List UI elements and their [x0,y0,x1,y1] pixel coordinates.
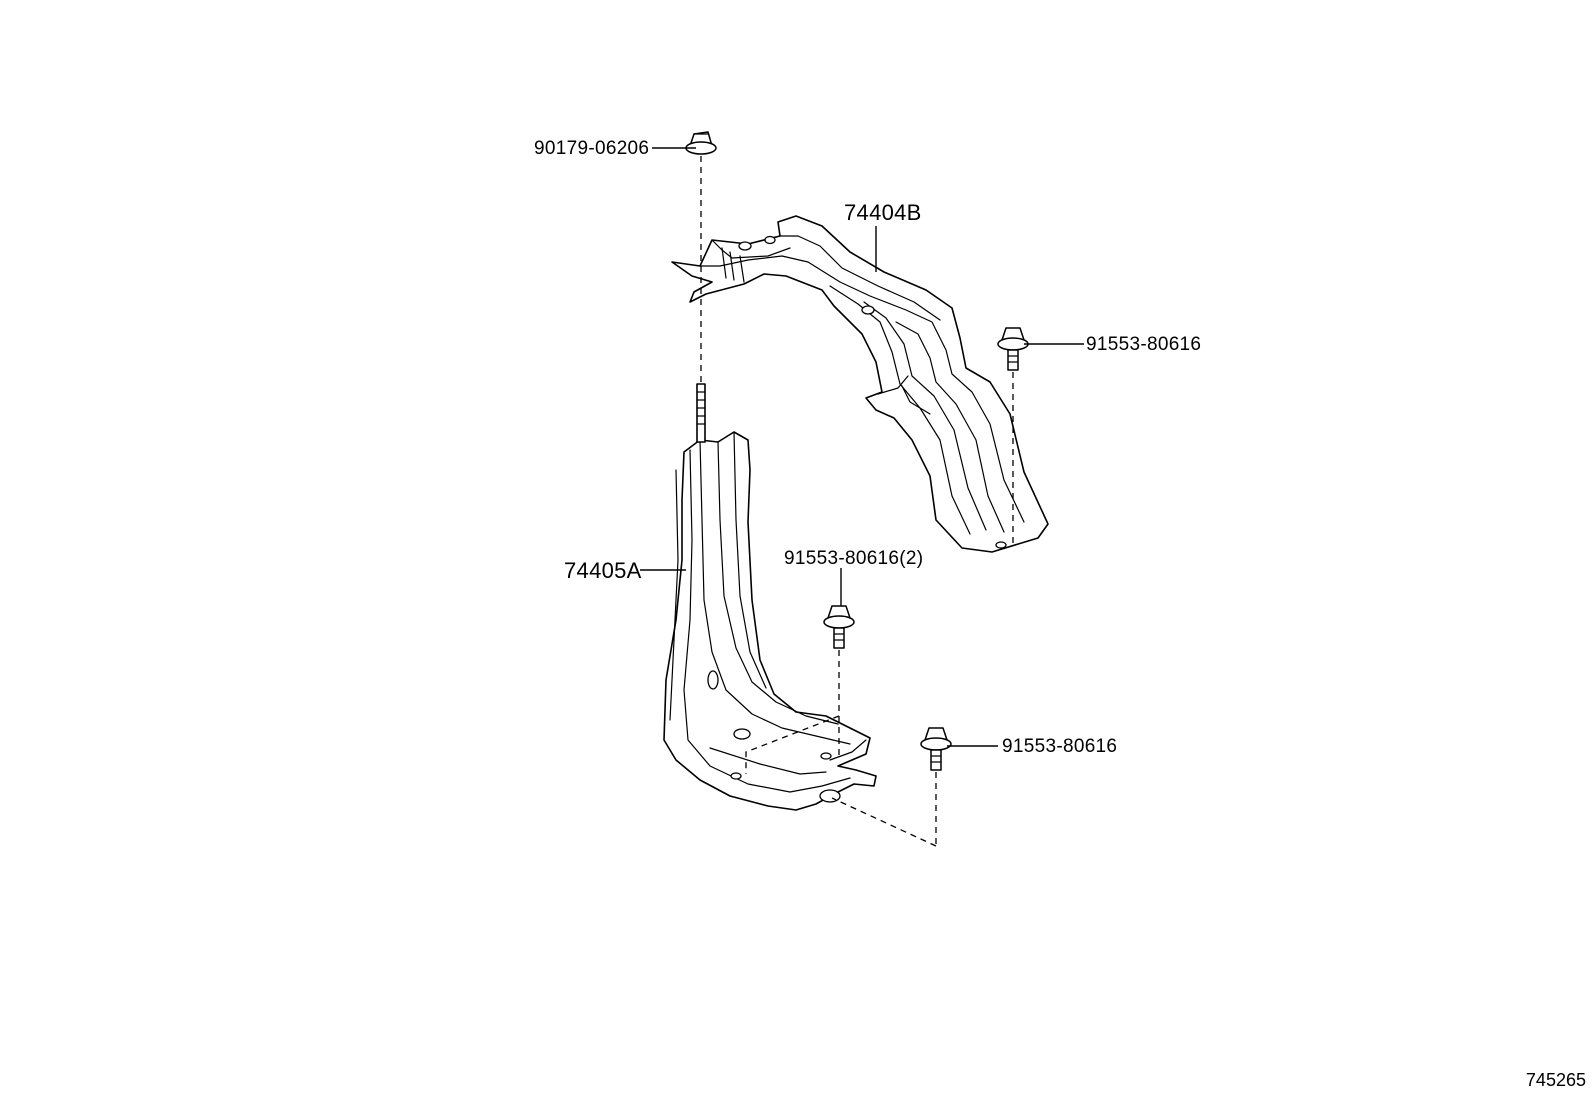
callout-center-bolt-part-number: 91553-80616(2) [784,548,924,569]
callout-upper-bolt-part-number: 91553-80616 [1086,334,1202,355]
lower-bracket [663,383,877,811]
bolt-upper-right [997,327,1029,371]
bolt-lower-right [920,727,952,771]
callout-nut-part-number: 90179-06206 [534,138,650,159]
illustration-reference-number: 745265 [1525,1070,1586,1090]
bolt-center [823,605,855,649]
leader-lines [640,147,1084,747]
flange-nut [685,131,717,155]
callout-lower-bracket-part-number: 74405A [564,558,642,583]
callout-lower-bolt-part-number: 91553-80616 [1002,736,1118,757]
callout-upper-bracket-part-number: 74404B [844,200,922,225]
upper-bracket [671,215,1049,553]
assembly-lines [700,156,1014,847]
